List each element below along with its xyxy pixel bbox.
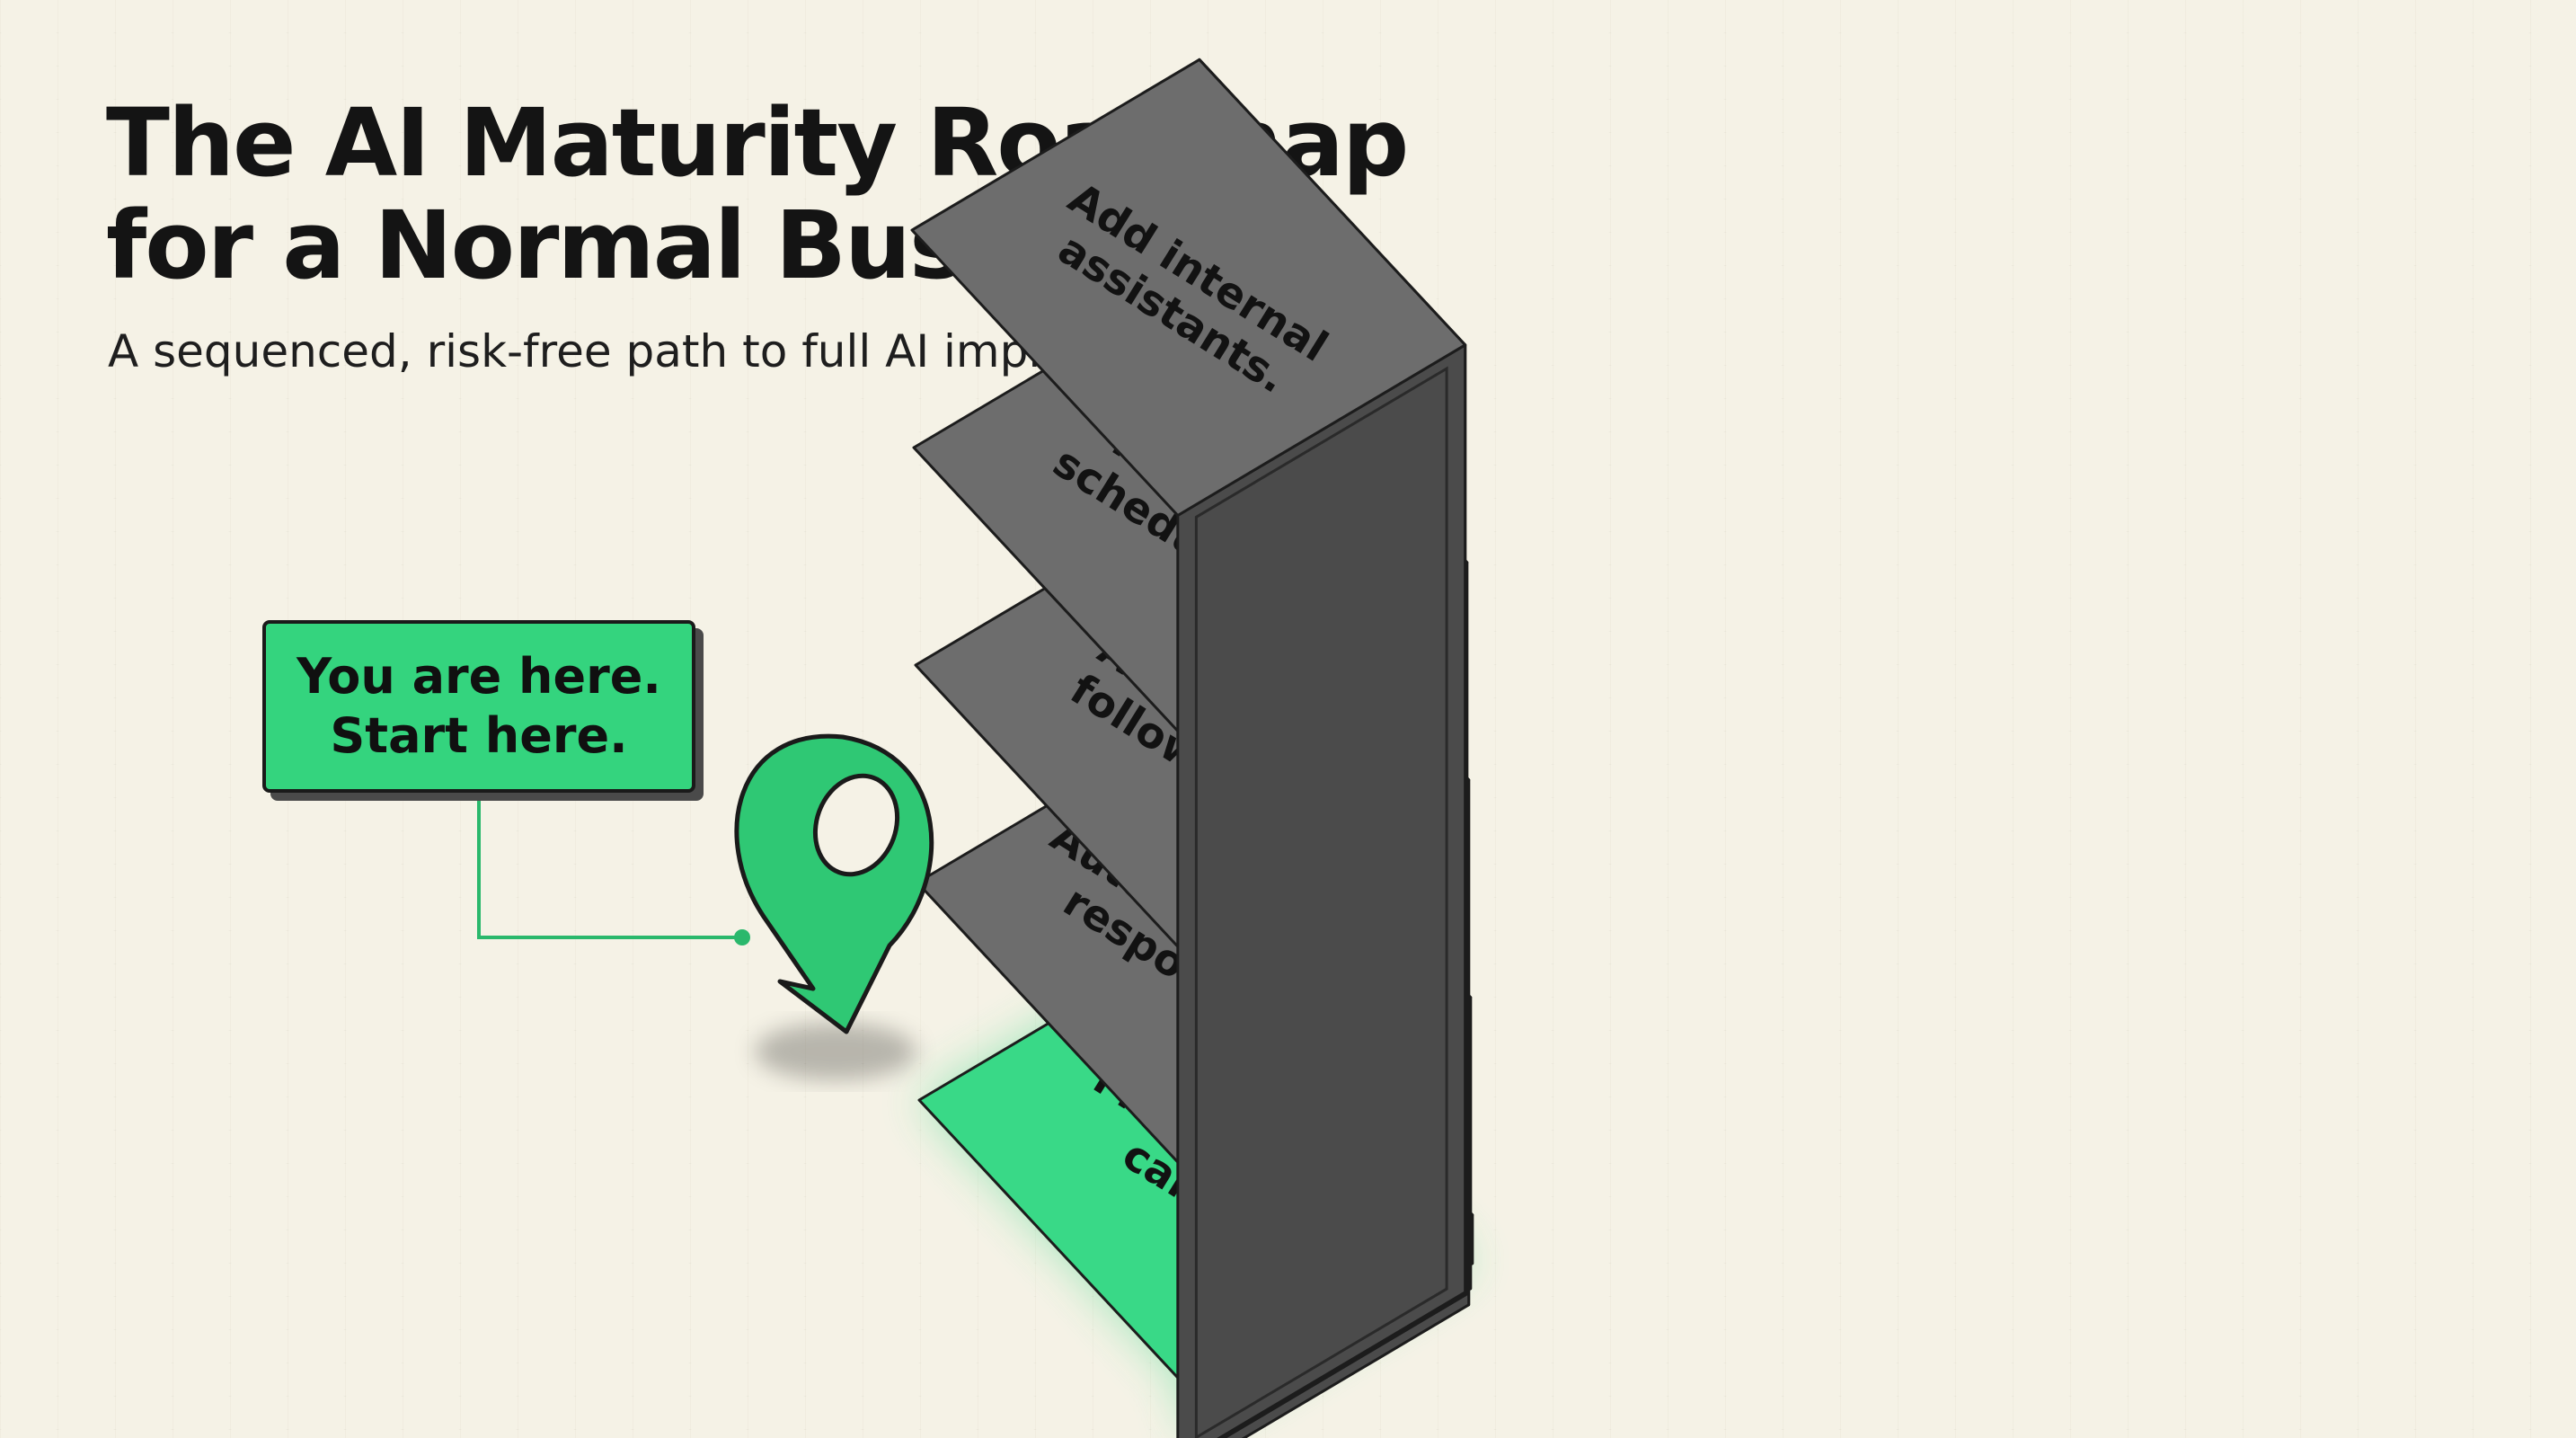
callout-line-2: Start here. (330, 707, 628, 764)
callout-connector (477, 794, 742, 939)
you-are-here-callout: You are here. Start here. (262, 620, 695, 793)
staircase: Fix missedcalls.Automate leadresponses.A… (910, 58, 1474, 1438)
callout-line-1: You are here. (297, 648, 661, 705)
callout-connector-dot (734, 929, 750, 945)
step-5: Add internalassistants. (910, 58, 1467, 1438)
location-pin-icon (734, 733, 934, 1080)
